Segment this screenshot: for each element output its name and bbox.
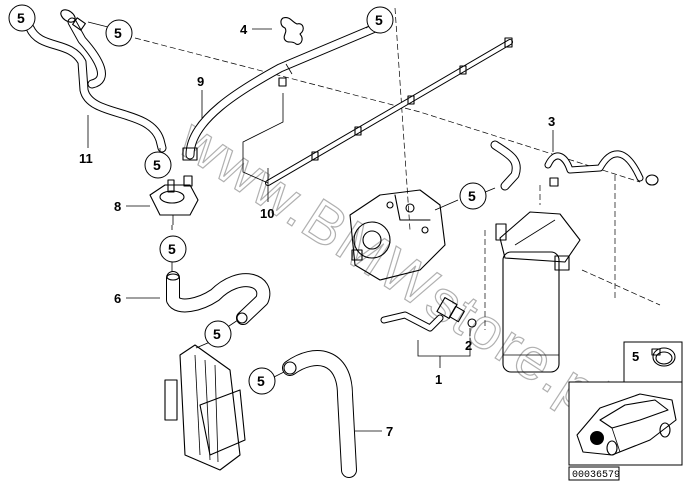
part-4-clip	[280, 17, 304, 45]
inset-car-location[interactable]	[568, 381, 683, 466]
assembly-lines	[134, 7, 661, 330]
part-label-2[interactable]: 2	[465, 328, 472, 353]
callout-label: 5	[114, 25, 122, 41]
part-label-10[interactable]: 10	[260, 168, 274, 221]
part-number: 2	[465, 338, 472, 353]
part-2-seal-ring	[467, 318, 477, 328]
inset-hose-clamp[interactable]: 5	[623, 341, 683, 383]
callout-label: 5	[168, 241, 176, 257]
high-pressure-pump	[349, 189, 446, 281]
part-number: 7	[386, 424, 393, 439]
part-label-8[interactable]: 8	[114, 199, 150, 214]
callout-5[interactable]: 5	[8, 4, 36, 32]
callout-label: 5	[257, 373, 265, 389]
location-marker	[590, 431, 604, 445]
callout-label: 5	[153, 157, 161, 173]
part-label-9[interactable]: 9	[197, 74, 204, 118]
callout-label: 5	[17, 10, 25, 26]
callout-5[interactable]: 5	[105, 19, 133, 47]
part-label-6[interactable]: 6	[114, 291, 160, 306]
fuel-cooler	[164, 344, 246, 471]
part-6-hose	[166, 271, 271, 325]
callout-5[interactable]: 5	[248, 367, 276, 395]
part-1-fuel-line	[380, 297, 465, 332]
part-7-hose	[282, 350, 357, 478]
part-number: 4	[240, 22, 248, 37]
part-number: 8	[114, 199, 121, 214]
callout-5[interactable]: 5	[459, 182, 487, 210]
part-9-fuel-line	[182, 23, 380, 161]
car-icon	[576, 393, 677, 456]
fuel-filter	[495, 211, 581, 373]
part-11-hose-assembly	[25, 9, 167, 153]
part-3-return-line	[490, 140, 659, 191]
reference-number: 00036579	[568, 466, 620, 481]
callout-5[interactable]: 5	[144, 151, 172, 179]
part-10-leak-off-line	[242, 37, 513, 186]
callout-label: 5	[468, 188, 476, 204]
callout-5[interactable]: 5	[366, 6, 394, 34]
part-number: 6	[114, 291, 121, 306]
callout-label: 5	[213, 326, 221, 342]
inset-item-number: 5	[632, 349, 639, 364]
reference-number-text: 00036579	[572, 470, 620, 481]
part-number: 3	[548, 114, 555, 129]
hose-clamp-icon	[651, 347, 676, 367]
part-label-1[interactable]: 1	[417, 338, 471, 387]
part-label-3[interactable]: 3	[548, 114, 555, 152]
part-number: 10	[260, 206, 274, 221]
part-number: 1	[435, 372, 442, 387]
part-8-regulator	[149, 175, 199, 225]
callout-5[interactable]: 5	[159, 235, 187, 263]
part-label-7[interactable]: 7	[355, 424, 393, 439]
callout-label: 5	[375, 12, 383, 28]
part-number: 11	[79, 151, 93, 166]
callout-5[interactable]: 5	[204, 320, 232, 348]
part-label-4[interactable]: 4	[240, 22, 272, 37]
part-number: 9	[197, 74, 204, 89]
part-label-11[interactable]: 11	[79, 115, 93, 166]
